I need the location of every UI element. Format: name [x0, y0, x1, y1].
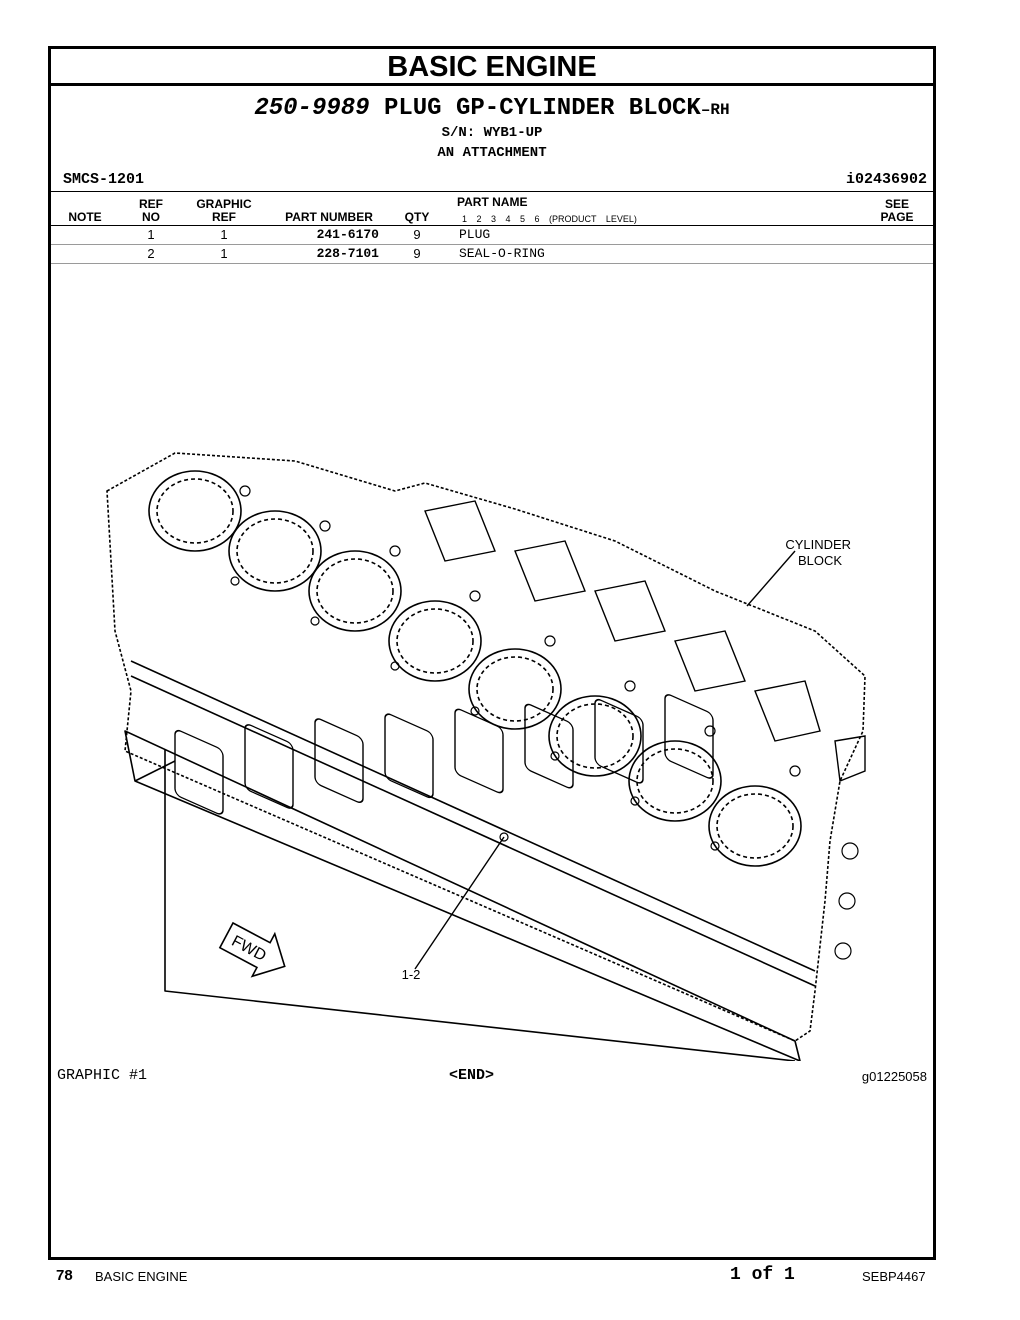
group-part-number: 250-9989 [254, 95, 370, 122]
header-see: SEE [884, 197, 909, 211]
table-header-rule [51, 225, 933, 226]
illustration-id: i02436902 [845, 171, 927, 188]
table-top-rule [51, 191, 933, 192]
row-ref-no: 2 [147, 246, 155, 261]
group-side: –RH [700, 101, 730, 119]
callout-cylinder-block-line2: BLOCK [798, 553, 842, 568]
row-part-number: 241-6170 [316, 227, 379, 242]
row-divider [51, 263, 933, 264]
svg-text:CYLINDER BLOCK: CYLINDER BLOCK [785, 537, 854, 568]
fwd-arrow-icon: FWD [218, 921, 286, 978]
row-part-name: PLUG [459, 227, 491, 242]
header-product-levels: 1 2 3 4 5 6 (PRODUCT LEVEL) [462, 214, 637, 224]
footer-page-number: 78 [56, 1267, 73, 1284]
header-qty: QTY [404, 210, 430, 224]
header-graphic-ref: REF [212, 210, 236, 224]
graphic-id: g01225058 [861, 1069, 927, 1084]
footer-page-of: 1 of 1 [730, 1265, 795, 1285]
footer-doc-id: SEBP4467 [862, 1269, 926, 1284]
row-qty: 9 [413, 227, 421, 242]
page-frame: BASIC ENGINE 250-9989 PLUG GP-CYLINDER B… [48, 46, 936, 1260]
cylinder-block-drawing: CYLINDER BLOCK 1-2 FWD [106, 452, 866, 1061]
row-ref-no: 1 [147, 227, 155, 242]
row-qty: 9 [413, 246, 421, 261]
header-no: NO [142, 210, 160, 224]
header-note: NOTE [68, 210, 102, 224]
header-ref: REF [139, 197, 163, 211]
group-type: AN ATTACHMENT [437, 145, 547, 161]
section-title: BASIC ENGINE [51, 49, 933, 86]
row-graphic-ref: 1 [220, 246, 228, 261]
group-title: 250-9989 PLUG GP-CYLINDER BLOCK–RH [51, 95, 933, 122]
smcs-code: SMCS-1201 [63, 171, 145, 188]
callout-1-2: 1-2 [402, 967, 421, 982]
callout-cylinder-block: CYLINDER [785, 537, 851, 552]
row-divider [51, 244, 933, 245]
row-part-number: 228-7101 [316, 246, 379, 261]
serial-number: S/N: WYB1-UP [441, 125, 543, 141]
footer-section: BASIC ENGINE [95, 1269, 188, 1284]
group-name: PLUG GP-CYLINDER BLOCK [383, 95, 701, 122]
row-part-name: SEAL-O-RING [459, 246, 545, 261]
end-marker: <END> [449, 1067, 495, 1084]
header-part-name: PART NAME [457, 195, 528, 209]
header-part-number: PART NUMBER [285, 210, 373, 224]
header-graphic: GRAPHIC [196, 197, 252, 211]
header-page: PAGE [880, 210, 914, 224]
graphic-label: GRAPHIC #1 [57, 1067, 148, 1084]
row-graphic-ref: 1 [220, 227, 228, 242]
